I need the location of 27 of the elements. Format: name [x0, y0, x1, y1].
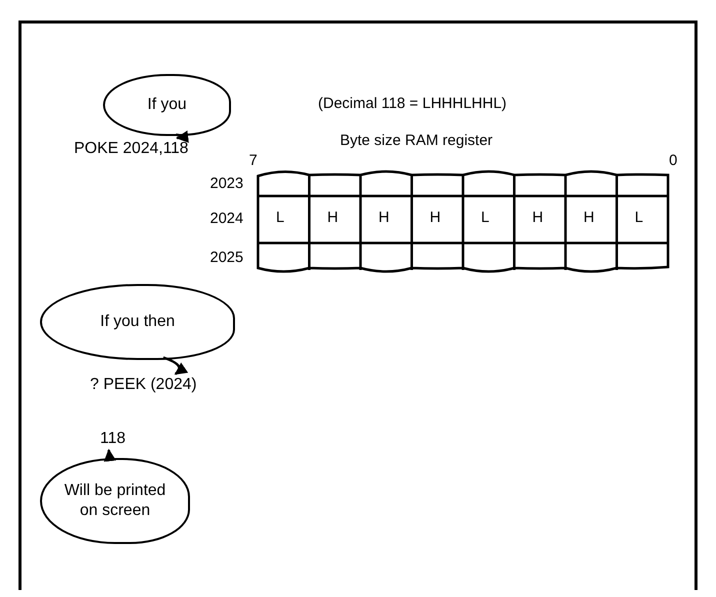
basic-statement: 118 [100, 430, 126, 448]
address-label: 2025 [210, 249, 244, 267]
speech-bubble [40, 458, 190, 544]
bit-value: H [430, 209, 441, 227]
bit-value: H [532, 209, 544, 227]
bit-value: L [634, 209, 644, 227]
bit-value: H [584, 209, 594, 227]
bubble-text: If you then [99, 312, 176, 332]
bubble-text: Will be printed on screen [63, 481, 167, 521]
bit-value: H [378, 209, 390, 227]
basic-statement: POKE 2024,118 [74, 140, 188, 158]
address-label: 2024 [210, 210, 244, 228]
heading-note: (Decimal 118 = LHHHLHHL) [318, 95, 507, 113]
speech-bubble [103, 74, 231, 136]
bit-value: L [276, 209, 284, 227]
bit-value: L [481, 209, 490, 227]
bubble-text: If you [146, 95, 188, 115]
bit-value: H [327, 209, 338, 227]
arrow [176, 130, 189, 143]
bit-number: 0 [669, 152, 678, 170]
arrow [104, 448, 116, 462]
basic-statement: ? PEEK (2024) [90, 376, 197, 394]
arrow [162, 356, 188, 375]
speech-bubble [40, 284, 235, 360]
register-caption: Byte size RAM register [340, 132, 493, 150]
address-label: 2023 [210, 175, 244, 193]
bit-number: 7 [249, 152, 258, 170]
